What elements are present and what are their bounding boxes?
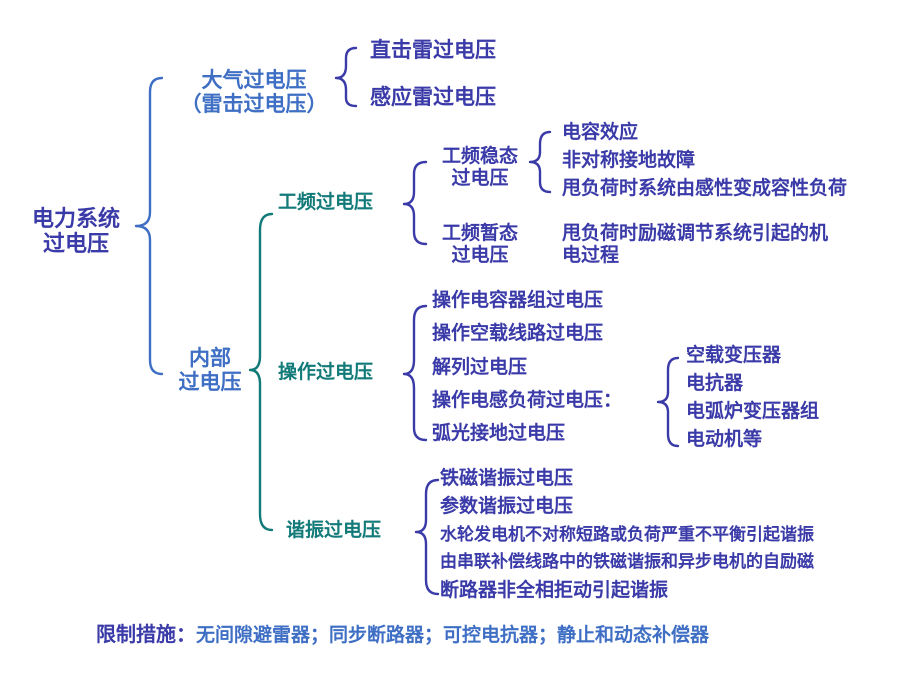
- brace-power-frequency: [402, 160, 428, 246]
- root-line2: 过电压: [42, 232, 109, 258]
- root-line1: 电力系统: [31, 207, 120, 232]
- resonance-item-breaker-open-phase: 断路器非全相拒动引起谐振: [440, 579, 669, 601]
- brace-switching: [402, 304, 428, 442]
- brace-steady-state: [528, 130, 552, 194]
- brace-root: [134, 76, 164, 376]
- transient-desc-line2: 电过程: [562, 243, 620, 266]
- resonance-label: 谐振过电压: [286, 519, 382, 541]
- resonance-item-series-compensation: 由串联补偿线路中的铁磁谐振和异步电机的自励磁: [440, 552, 814, 572]
- transient-desc: 甩负荷时励磁调节系统引起的机 电过程: [562, 222, 829, 267]
- atmospheric-node: 大气过电压 （雷击过电压）: [168, 68, 340, 116]
- steady-state-line2: 过电压: [451, 166, 509, 189]
- brace-atmospheric: [334, 46, 358, 108]
- brace-internal: [248, 212, 274, 532]
- transient-line1: 工频暂态: [441, 222, 518, 244]
- inductive-load-reactor: 电抗器: [686, 372, 744, 394]
- atmospheric-item-direct: 直击雷过电压: [370, 38, 496, 62]
- resonance-item-ferro: 铁磁谐振过电压: [440, 467, 574, 489]
- atmospheric-item-induced: 感应雷过电压: [370, 85, 496, 109]
- steady-state-node: 工频稳态 过电压: [430, 145, 530, 190]
- steady-item-asymmetric-fault: 非对称接地故障: [562, 149, 696, 171]
- steady-item-capacitance: 电容效应: [562, 121, 639, 143]
- resonance-item-hydro-generator: 水轮发电机不对称短路或负荷严重不平衡引起谐振: [440, 525, 814, 545]
- internal-line2: 过电压: [178, 370, 242, 395]
- brace-inductive-loads: [656, 356, 680, 448]
- switching-label: 操作过电压: [278, 361, 374, 383]
- inductive-load-no-load-transformer: 空载变压器: [686, 344, 782, 366]
- switching-item-unloaded-line: 操作空载线路过电压: [432, 322, 604, 344]
- internal-node: 内部 过电压: [162, 346, 258, 394]
- transient-node: 工频暂态 过电压: [430, 222, 530, 267]
- steady-item-load-rejection: 甩负荷时系统由感性变成容性负荷: [562, 177, 848, 199]
- switching-item-arc-grounding: 弧光接地过电压: [432, 422, 566, 444]
- inductive-load-arc-furnace: 电弧炉变压器组: [686, 400, 820, 422]
- switching-item-islanding: 解列过电压: [432, 356, 528, 378]
- internal-line1: 内部: [189, 346, 231, 370]
- atmospheric-line2: （雷击过电压）: [180, 92, 328, 117]
- inductive-load-motor: 电动机等: [686, 428, 763, 450]
- steady-state-line1: 工频稳态: [441, 145, 518, 167]
- switching-item-inductive-load: 操作电感负荷过电压：: [432, 389, 623, 411]
- resonance-item-parametric: 参数谐振过电压: [440, 495, 574, 517]
- power-frequency-label: 工频过电压: [278, 191, 374, 213]
- limiting-measures: 限制措施：无间隙避雷器；同步断路器；可控电抗器；静止和动态补偿器: [96, 623, 709, 647]
- transient-desc-line1: 甩负荷时励磁调节系统引起的机: [562, 222, 829, 244]
- limiting-measures-body: 无间隙避雷器；同步断路器；可控电抗器；静止和动态补偿器: [196, 624, 710, 646]
- brace-resonance: [414, 478, 440, 596]
- root-node: 电力系统 过电压: [20, 207, 132, 258]
- transient-line2: 过电压: [451, 243, 509, 266]
- atmospheric-line1: 大气过电压: [201, 68, 307, 92]
- switching-item-capacitor-bank: 操作电容器组过电压: [432, 289, 604, 311]
- limiting-measures-prefix: 限制措施：: [96, 622, 196, 646]
